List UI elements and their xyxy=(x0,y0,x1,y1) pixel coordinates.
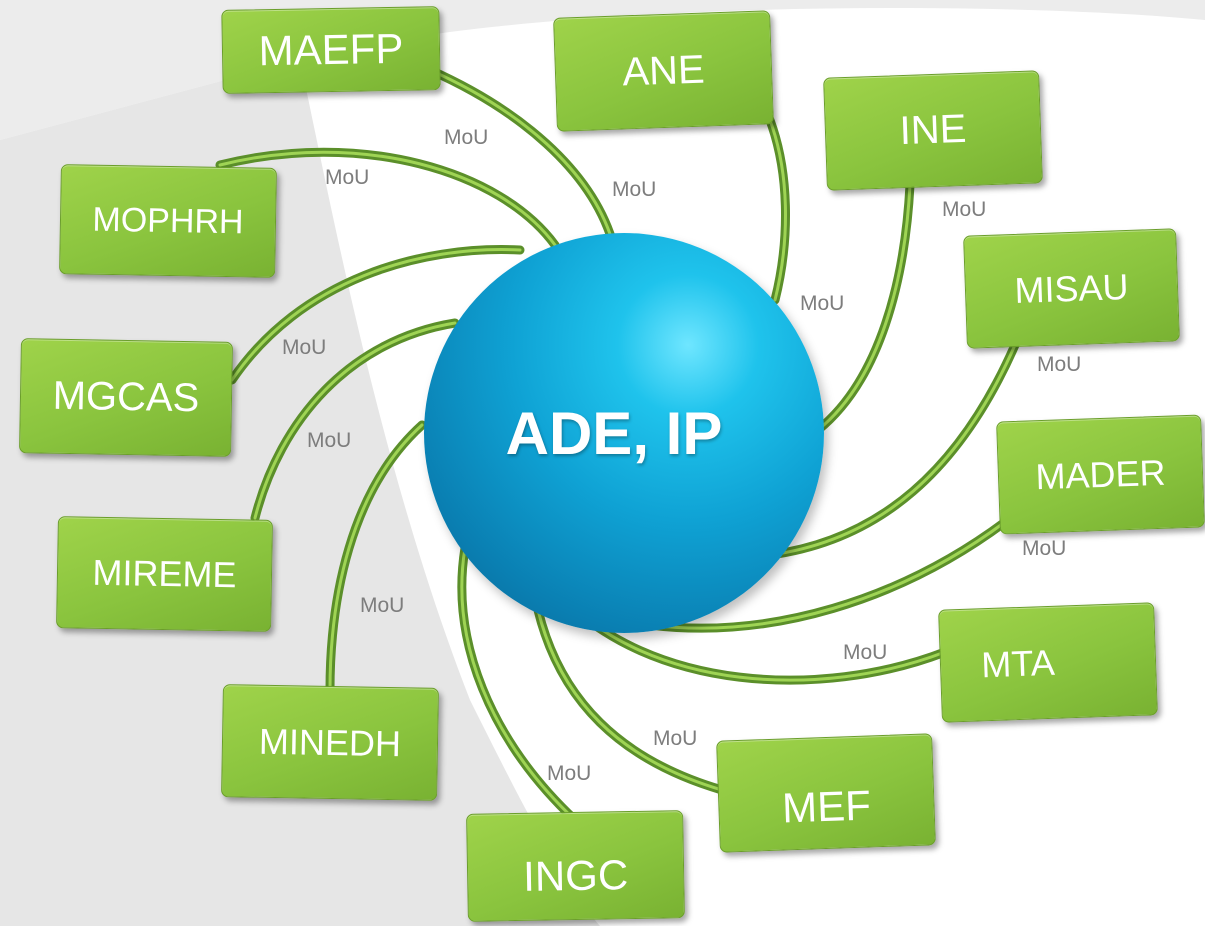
node-label-mireme: MIREME xyxy=(92,551,237,596)
mou-label-mader: MoU xyxy=(1022,537,1067,560)
mou-label-mophrh: MoU xyxy=(325,166,370,189)
node-mader: MADER xyxy=(996,414,1205,535)
hub-label: ADE, IP xyxy=(505,399,723,467)
hub-sphere: ADE, IP xyxy=(424,233,824,633)
node-label-misau: MISAU xyxy=(1013,265,1130,311)
link-mader xyxy=(645,517,1010,633)
node-mophrh: MOPHRH xyxy=(59,164,277,278)
mou-label-mgcas: MoU xyxy=(282,336,327,359)
mou-label-ingc: MoU xyxy=(547,762,592,785)
node-label-ine: INE xyxy=(898,106,968,154)
node-label-ane: ANE xyxy=(621,47,706,94)
node-label-mophrh: MOPHRH xyxy=(92,200,244,241)
node-mireme: MIREME xyxy=(56,516,273,632)
node-mgcas: MGCAS xyxy=(19,338,233,457)
node-label-ingc: INGC xyxy=(522,851,629,900)
link-mireme xyxy=(250,318,460,523)
link-misau xyxy=(765,340,1020,560)
node-maefp: MAEFP xyxy=(221,6,441,94)
link-minedh xyxy=(325,420,427,695)
node-ane: ANE xyxy=(553,10,774,132)
mou-label-ane: MoU xyxy=(612,178,657,201)
mou-label-maefp: MoU xyxy=(444,126,489,149)
node-label-mef: MEF xyxy=(781,781,872,832)
node-label-mta: MTA xyxy=(980,641,1056,685)
node-minedh: MINEDH xyxy=(221,684,439,801)
node-label-mader: MADER xyxy=(1034,451,1167,497)
node-label-mgcas: MGCAS xyxy=(52,373,200,421)
node-label-maefp: MAEFP xyxy=(258,24,404,75)
link-maefp xyxy=(425,65,617,245)
mou-label-mireme: MoU xyxy=(307,429,352,452)
mou-label-minedh: MoU xyxy=(360,594,405,617)
node-ine: INE xyxy=(823,70,1043,191)
mou-label-misau: MoU xyxy=(1037,353,1082,376)
mou-label-ine: MoU xyxy=(942,198,987,221)
node-ingc: INGC xyxy=(466,810,685,922)
link-mophrh xyxy=(215,147,560,250)
node-mta: MTA xyxy=(938,602,1158,723)
link-ane xyxy=(763,110,790,305)
mou-label-mta: MoU xyxy=(843,641,888,664)
link-ine xyxy=(813,180,915,435)
node-label-minedh: MINEDH xyxy=(258,720,402,764)
mou-label-mef: MoU xyxy=(653,727,698,750)
link-mgcas xyxy=(227,245,525,385)
link-mef xyxy=(533,605,727,795)
node-misau: MISAU xyxy=(963,228,1180,349)
link-ingc xyxy=(457,543,580,825)
mou-label-ine-hub: MoU xyxy=(800,292,845,315)
node-mef: MEF xyxy=(716,733,936,853)
